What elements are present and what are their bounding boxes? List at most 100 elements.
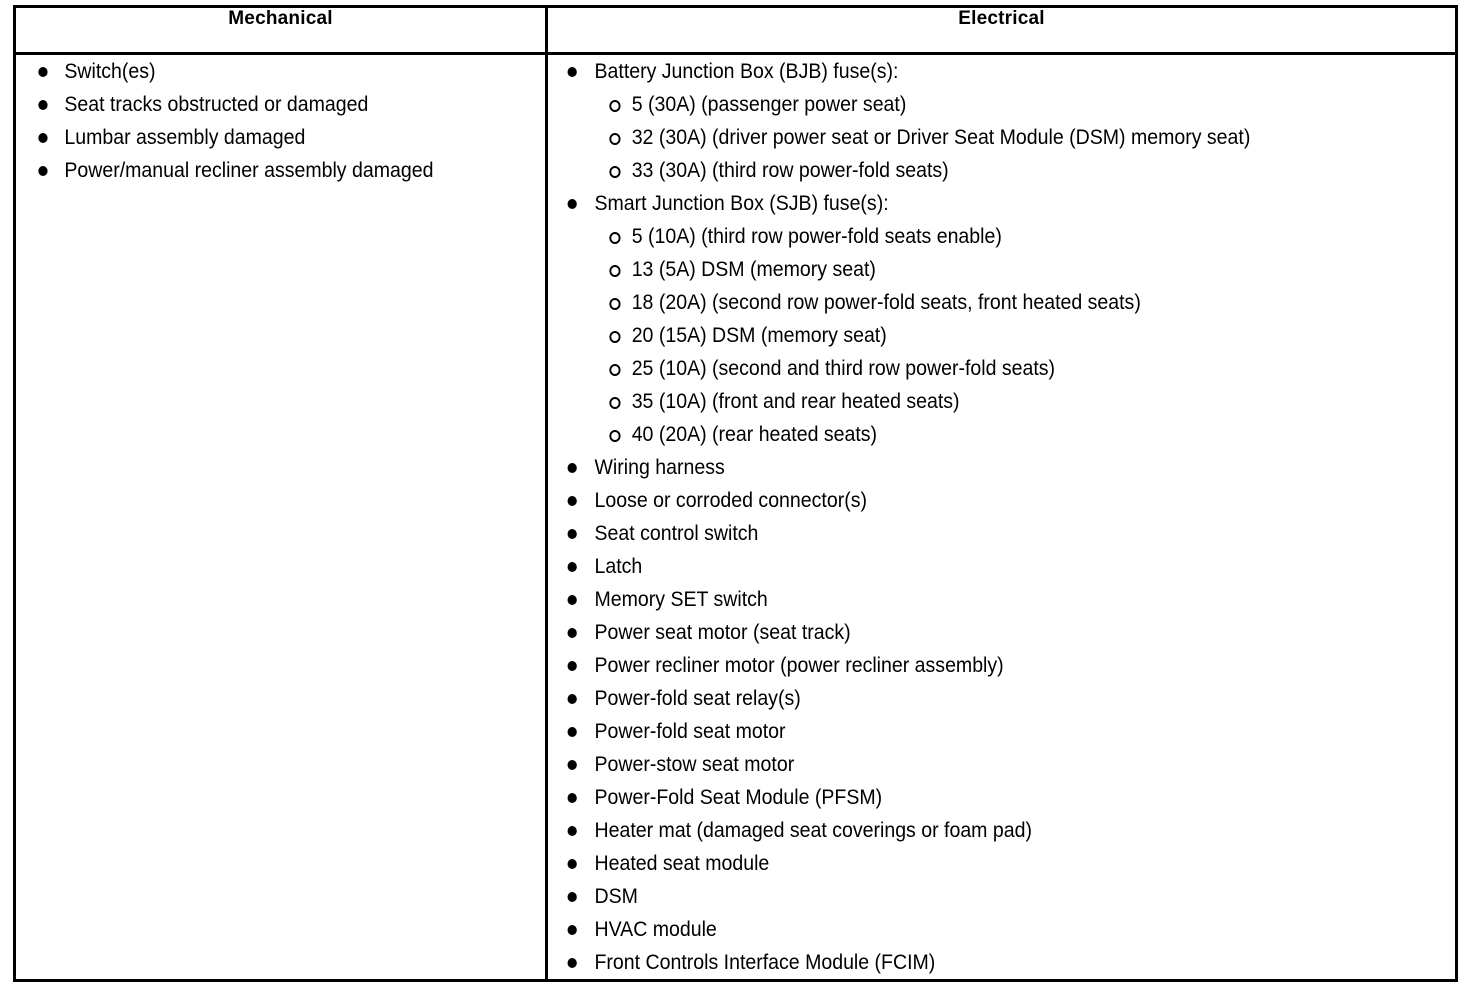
table-header: Mechanical Electrical bbox=[13, 5, 1458, 55]
table-header-row: Mechanical Electrical bbox=[13, 5, 1458, 55]
list-item-label: Wiring harness bbox=[594, 456, 725, 479]
filled-bullet-icon bbox=[567, 946, 578, 979]
list-item-label: 5 (10A) (third row power-fold seats enab… bbox=[631, 225, 1002, 248]
list-item-label: HVAC module bbox=[594, 918, 717, 941]
list-item-label: 18 (20A) (second row power-fold seats, f… bbox=[631, 291, 1141, 314]
list-item-label: Smart Junction Box (SJB) fuse(s): bbox=[594, 192, 889, 215]
list-item: DSM bbox=[548, 880, 1392, 913]
diagnostic-causes-table: Mechanical Electrical Switch(es) Seat tra… bbox=[13, 5, 1458, 982]
list-item: 33 (30A) (third row power-fold seats) bbox=[548, 154, 1392, 187]
mechanical-list: Switch(es) Seat tracks obstructed or dama… bbox=[16, 55, 545, 187]
list-item-label: Power/manual recliner assembly damaged bbox=[64, 159, 434, 182]
hollow-bullet-icon bbox=[609, 352, 621, 385]
list-item: Wiring harness bbox=[548, 451, 1392, 484]
list-item-label: 25 (10A) (second and third row power-fol… bbox=[631, 357, 1056, 380]
list-item: 18 (20A) (second row power-fold seats, f… bbox=[548, 286, 1392, 319]
list-item-label: Seat tracks obstructed or damaged bbox=[64, 93, 369, 116]
list-item: HVAC module bbox=[548, 913, 1392, 946]
list-item: 32 (30A) (driver power seat or Driver Se… bbox=[548, 121, 1392, 154]
list-item-label: 13 (5A) DSM (memory seat) bbox=[631, 258, 876, 281]
list-item-label: Switch(es) bbox=[64, 60, 156, 83]
list-item: Battery Junction Box (BJB) fuse(s): bbox=[548, 55, 1392, 88]
list-item-label: Front Controls Interface Module (FCIM) bbox=[594, 951, 936, 974]
list-item-label: Memory SET switch bbox=[594, 588, 768, 611]
cell-mechanical: Switch(es) Seat tracks obstructed or dama… bbox=[13, 52, 548, 982]
list-item-label: Battery Junction Box (BJB) fuse(s): bbox=[594, 60, 899, 83]
list-item: 40 (20A) (rear heated seats) bbox=[548, 418, 1392, 451]
filled-bullet-icon bbox=[38, 88, 48, 121]
list-item: Smart Junction Box (SJB) fuse(s): bbox=[548, 187, 1392, 220]
list-item-label: Heated seat module bbox=[594, 852, 770, 875]
list-item: Power-fold seat motor bbox=[548, 715, 1392, 748]
list-item-label: Loose or corroded connector(s) bbox=[594, 489, 867, 512]
filled-bullet-icon bbox=[567, 583, 578, 616]
list-item-label: Power-Fold Seat Module (PFSM) bbox=[594, 786, 883, 809]
list-item: Power-stow seat motor bbox=[548, 748, 1392, 781]
filled-bullet-icon bbox=[567, 451, 578, 484]
filled-bullet-icon bbox=[567, 748, 578, 781]
list-item-label: Power-stow seat motor bbox=[594, 753, 795, 776]
column-header-mechanical: Mechanical bbox=[13, 5, 548, 55]
list-item-label: Power recliner motor (power recliner ass… bbox=[594, 654, 1004, 677]
filled-bullet-icon bbox=[567, 616, 578, 649]
list-item-label: 5 (30A) (passenger power seat) bbox=[631, 93, 907, 116]
list-item-label: DSM bbox=[594, 885, 638, 908]
filled-bullet-icon bbox=[567, 484, 578, 517]
list-item-label: 32 (30A) (driver power seat or Driver Se… bbox=[631, 126, 1251, 149]
list-item: Power-fold seat relay(s) bbox=[548, 682, 1392, 715]
hollow-bullet-icon bbox=[609, 418, 621, 451]
filled-bullet-icon bbox=[38, 55, 48, 88]
filled-bullet-icon bbox=[567, 781, 578, 814]
hollow-bullet-icon bbox=[609, 88, 621, 121]
list-item-label: Seat control switch bbox=[594, 522, 759, 545]
filled-bullet-icon bbox=[567, 814, 578, 847]
list-item: Power seat motor (seat track) bbox=[548, 616, 1392, 649]
list-item: 13 (5A) DSM (memory seat) bbox=[548, 253, 1392, 286]
table-body: Switch(es) Seat tracks obstructed or dama… bbox=[13, 52, 1458, 982]
list-item: Latch bbox=[548, 550, 1392, 583]
filled-bullet-icon bbox=[567, 682, 578, 715]
column-header-electrical: Electrical bbox=[545, 5, 1458, 55]
filled-bullet-icon bbox=[567, 847, 578, 880]
list-item-label: Heater mat (damaged seat coverings or fo… bbox=[594, 819, 1032, 842]
filled-bullet-icon bbox=[567, 187, 578, 220]
list-item: Switch(es) bbox=[16, 55, 508, 88]
list-item-label: 20 (15A) DSM (memory seat) bbox=[631, 324, 887, 347]
hollow-bullet-icon bbox=[609, 154, 621, 187]
table-row: Switch(es) Seat tracks obstructed or dama… bbox=[13, 52, 1458, 982]
list-item-label: Power seat motor (seat track) bbox=[594, 621, 851, 644]
list-item-label: Power-fold seat motor bbox=[594, 720, 786, 743]
hollow-bullet-icon bbox=[609, 385, 621, 418]
filled-bullet-icon bbox=[567, 649, 578, 682]
filled-bullet-icon bbox=[567, 550, 578, 583]
filled-bullet-icon bbox=[567, 715, 578, 748]
list-item: 25 (10A) (second and third row power-fol… bbox=[548, 352, 1392, 385]
list-item: 35 (10A) (front and rear heated seats) bbox=[548, 385, 1392, 418]
filled-bullet-icon bbox=[567, 55, 578, 88]
filled-bullet-icon bbox=[38, 121, 48, 154]
list-item: Power-Fold Seat Module (PFSM) bbox=[548, 781, 1392, 814]
list-item-label: Lumbar assembly damaged bbox=[64, 126, 306, 149]
list-item-label: 35 (10A) (front and rear heated seats) bbox=[631, 390, 960, 413]
hollow-bullet-icon bbox=[609, 319, 621, 352]
list-item: 20 (15A) DSM (memory seat) bbox=[548, 319, 1392, 352]
list-item-label: Power-fold seat relay(s) bbox=[594, 687, 801, 710]
hollow-bullet-icon bbox=[609, 121, 621, 154]
list-item: Heater mat (damaged seat coverings or fo… bbox=[548, 814, 1392, 847]
hollow-bullet-icon bbox=[609, 253, 621, 286]
list-item: Seat tracks obstructed or damaged bbox=[16, 88, 508, 121]
filled-bullet-icon bbox=[567, 517, 578, 550]
list-item: 5 (30A) (passenger power seat) bbox=[548, 88, 1392, 121]
cell-electrical: Battery Junction Box (BJB) fuse(s): 5 (30… bbox=[545, 52, 1458, 982]
list-item: Power recliner motor (power recliner ass… bbox=[548, 649, 1392, 682]
list-item-label: 33 (30A) (third row power-fold seats) bbox=[631, 159, 949, 182]
list-item: Memory SET switch bbox=[548, 583, 1392, 616]
list-item: Heated seat module bbox=[548, 847, 1392, 880]
hollow-bullet-icon bbox=[609, 220, 621, 253]
list-item-label: Latch bbox=[594, 555, 643, 578]
list-item: 5 (10A) (third row power-fold seats enab… bbox=[548, 220, 1392, 253]
list-item-label: 40 (20A) (rear heated seats) bbox=[631, 423, 878, 446]
list-item: Lumbar assembly damaged bbox=[16, 121, 508, 154]
filled-bullet-icon bbox=[38, 154, 48, 187]
